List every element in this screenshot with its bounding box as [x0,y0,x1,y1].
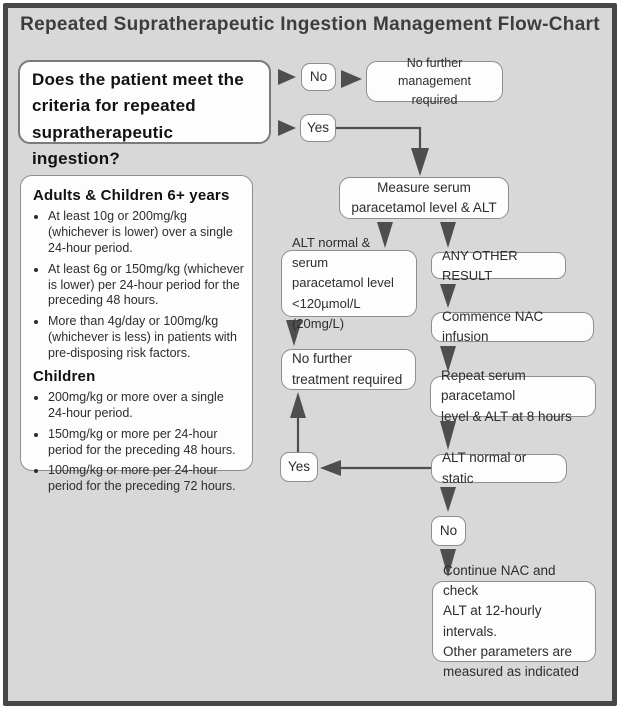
list-item: 150mg/kg or more per 24-hour period for … [48,427,244,459]
node-alt-normal-static: ALT normal or static [431,450,567,486]
node-measure-serum: Measure serum paracetamol level & ALT [339,177,509,219]
criteria-children-heading: Children [33,367,96,385]
node-continue-nac: Continue NAC and check ALT at 12-hourly … [432,563,596,679]
node-commence-nac: Commence NAC infusion [431,309,594,344]
node-no-further-treatment: No further treatment required [281,349,416,390]
list-item: 200mg/kg or more over a single 24-hour p… [48,390,244,422]
list-item: 100mg/kg or more per 24-hour period for … [48,463,244,495]
node-no-top: No [301,63,336,91]
node-repeat-serum: Repeat serum paracetamol level & ALT at … [430,368,596,424]
criteria-adults-list: At least 10g or 200mg/kg (whichever is l… [31,209,244,362]
criteria-children-list: 200mg/kg or more over a single 24-hour p… [31,390,244,495]
criteria-adults-heading: Adults & Children 6+ years [33,187,230,204]
list-item: At least 6g or 150mg/kg (whichever is lo… [48,262,244,310]
criteria-panel: Adults & Children 6+ years At least 10g … [20,175,253,493]
list-item: More than 4g/day or 100mg/kg (whichever … [48,314,244,362]
node-no-further-management: No further management required [366,56,503,107]
node-yes-top: Yes [300,114,336,142]
list-item: At least 10g or 200mg/kg (whichever is l… [48,209,244,257]
node-no-loop: No [431,516,466,546]
node-any-other-result: ANY OTHER RESULT [431,248,566,283]
node-alt-normal-serum: ALT normal & serum paracetamol level <12… [281,235,417,331]
node-yes-loop: Yes [280,452,318,482]
page-title: Repeated Supratherapeutic Ingestion Mana… [20,14,600,35]
node-question: Does the patient meet the criteria for r… [18,60,271,168]
